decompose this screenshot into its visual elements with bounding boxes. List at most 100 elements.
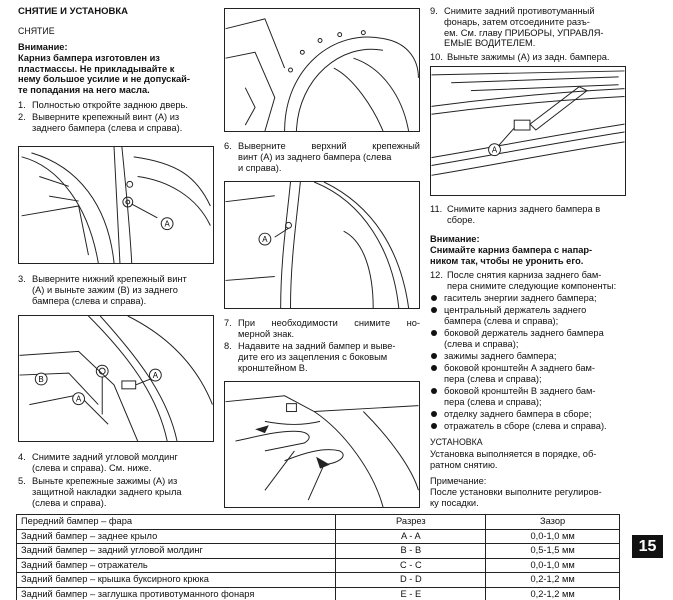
list-item: боковой держатель заднего бампера (слева… bbox=[430, 328, 630, 350]
warning-line: ником так, чтобы не уронить его. bbox=[430, 255, 584, 266]
step-text: дите его из зацепления с боковым bbox=[238, 351, 388, 362]
warning-title: Внимание: bbox=[18, 42, 68, 52]
table-cell: 0,0-1,0 мм bbox=[485, 557, 620, 573]
figure-bumper-clips: A bbox=[430, 66, 626, 196]
step-text: Выверните крепежный винт (A) из bbox=[32, 112, 180, 122]
warning-title: Внимание: bbox=[430, 234, 480, 244]
step-text: винт (A) из заднего бампера (слева bbox=[238, 151, 392, 162]
table-row: Задний бампер – отражатель C - C 0,0-1,0… bbox=[15, 557, 620, 573]
step-text: ЕМЫЕ ВОДИТЕЛЕМ. bbox=[444, 38, 536, 49]
list-item-text: (слева и справа); bbox=[444, 338, 519, 349]
step-text: Выньте зажимы (A) из задн. бампера. bbox=[447, 52, 610, 62]
note-title: Примечание: bbox=[430, 476, 487, 486]
figure-illustration: A bbox=[431, 70, 625, 176]
step-number: 1. bbox=[18, 100, 26, 110]
bullet-icon bbox=[431, 295, 437, 301]
step-1: 1. Полностью откройте заднюю дверь. bbox=[18, 100, 214, 111]
list-item: отделку заднего бампера в сборе; bbox=[430, 409, 630, 420]
table-cell: Задний бампер – отражатель bbox=[15, 557, 337, 573]
step-text: Снимите карниз заднего бампера в bbox=[447, 204, 601, 214]
step-6: 6. Выверните верхний крепежный винт (A) … bbox=[224, 141, 420, 173]
page-number-badge: 15 bbox=[632, 535, 663, 558]
list-item-text: бампера (слева и справа); bbox=[444, 315, 559, 326]
list-item-text: боковой кронштейн B заднего бам- bbox=[444, 386, 596, 396]
table-cell: D - D bbox=[335, 572, 487, 588]
table-cell: 0,2-1,2 мм bbox=[485, 586, 620, 600]
step-text: сборе. bbox=[447, 214, 476, 225]
step-text: кронштейном B. bbox=[238, 362, 308, 373]
list-item-text: отделку заднего бампера в сборе; bbox=[444, 409, 592, 419]
clearance-table: Передний бампер – фара Разрез Зазор Задн… bbox=[15, 514, 620, 600]
warning-line: те попадания на него масла. bbox=[18, 85, 150, 96]
table-cell: C - C bbox=[335, 557, 487, 573]
step-text: После снятия карниза заднего бам- bbox=[447, 270, 602, 280]
step-number: 6. bbox=[224, 141, 232, 151]
install-text: Установка выполняется в порядке, об- рат… bbox=[430, 449, 630, 471]
table-row: Задний бампер – заднее крыло A - A 0,0-1… bbox=[15, 528, 620, 544]
callout-label: A bbox=[153, 371, 159, 380]
section-title: СНЯТИЕ И УСТАНОВКА bbox=[18, 6, 128, 17]
table-cell: 0,2-1,2 мм bbox=[485, 572, 620, 588]
install-line: ратном снятию. bbox=[430, 459, 498, 470]
callout-label: A bbox=[76, 395, 82, 404]
step-2: 2. Выверните крепежный винт (A) из задне… bbox=[18, 112, 214, 134]
callout-label: A bbox=[164, 220, 170, 229]
step-text: (слева и справа). bbox=[32, 497, 107, 508]
step-text: Снимите задний противотуманный bbox=[444, 6, 595, 16]
list-item-text: пера (слева и справа); bbox=[444, 373, 542, 384]
figure-push-bumper bbox=[224, 381, 420, 508]
step-number: 12. bbox=[430, 270, 443, 280]
table-header: Зазор bbox=[485, 514, 620, 530]
step-text: ем. См. главу ПРИБОРЫ, УПРАВЛЯ- bbox=[444, 27, 604, 38]
step-12: 12. После снятия карниза заднего бам- пе… bbox=[430, 270, 630, 292]
table-cell: Задний бампер – заглушка противотуманног… bbox=[15, 586, 337, 600]
table-cell: B - B bbox=[335, 543, 487, 559]
step-number: 8. bbox=[224, 341, 232, 351]
step-text: При необходимости снимите но- bbox=[238, 318, 420, 328]
table-cell: A - A bbox=[335, 528, 487, 544]
bullet-icon bbox=[431, 388, 437, 394]
figure-illustration bbox=[225, 18, 419, 131]
step-number: 11. bbox=[430, 204, 443, 214]
list-item: отражатель в сборе (слева и справа). bbox=[430, 421, 630, 432]
bullet-icon bbox=[431, 411, 437, 417]
figure-screw-clip: B A A bbox=[18, 315, 214, 442]
step-text: бампера (слева и справа). bbox=[32, 295, 147, 306]
bullet-icon bbox=[431, 330, 437, 336]
figure-wheel-arch-clips bbox=[224, 8, 420, 132]
step-number: 10. bbox=[430, 52, 443, 62]
warning-line: Карниз бампера изготовлен из bbox=[18, 52, 160, 63]
table-cell: E - E bbox=[335, 586, 487, 600]
table-cell: Задний бампер – задний угловой молдинг bbox=[15, 543, 337, 559]
table-row: Задний бампер – заглушка противотуманног… bbox=[15, 586, 620, 600]
install-line: Установка выполняется в порядке, об- bbox=[430, 449, 597, 459]
list-item-text: центральный держатель заднего bbox=[444, 305, 587, 315]
step-number: 9. bbox=[430, 6, 438, 16]
step-text: Полностью откройте заднюю дверь. bbox=[32, 100, 188, 110]
list-item-text: гаситель энергии заднего бампера; bbox=[444, 293, 597, 303]
table-header: Передний бампер – фара bbox=[15, 514, 337, 530]
list-item-text: боковой держатель заднего бампера bbox=[444, 328, 604, 338]
step-number: 4. bbox=[18, 452, 26, 462]
table-row: Задний бампер – крышка буксирного крюка … bbox=[15, 572, 620, 588]
table-header: Разрез bbox=[335, 514, 487, 530]
table-cell: 0,0-1,0 мм bbox=[485, 528, 620, 544]
note-line: ку посадки. bbox=[430, 497, 479, 508]
table-row: Задний бампер – задний угловой молдинг B… bbox=[15, 543, 620, 559]
bullet-icon bbox=[431, 353, 437, 359]
figure-upper-screw: A bbox=[224, 181, 420, 309]
bullet-icon bbox=[431, 423, 437, 429]
warning-block: Внимание: Снимайте карниз бампера с напа… bbox=[430, 234, 630, 266]
bullet-icon bbox=[431, 365, 437, 371]
install-title: УСТАНОВКА bbox=[430, 437, 483, 447]
step-7: 7. При необходимости снимите но- мерной … bbox=[224, 318, 420, 340]
list-item: боковой кронштейн B заднего бам- пера (с… bbox=[430, 386, 630, 408]
step-text: (A) и выньте зажим (B) из заднего bbox=[32, 284, 178, 295]
list-item-text: боковой кронштейн A заднего бам- bbox=[444, 363, 595, 373]
callout-label: B bbox=[39, 375, 44, 384]
step-10: 10. Выньте зажимы (A) из задн. бампера. bbox=[430, 52, 630, 63]
step-text: защитной накладки заднего крыла bbox=[32, 486, 182, 497]
step-number: 3. bbox=[18, 274, 26, 284]
warning-line: Снимайте карниз бампера с напар- bbox=[430, 244, 593, 255]
list-item: гаситель энергии заднего бампера; bbox=[430, 293, 630, 304]
